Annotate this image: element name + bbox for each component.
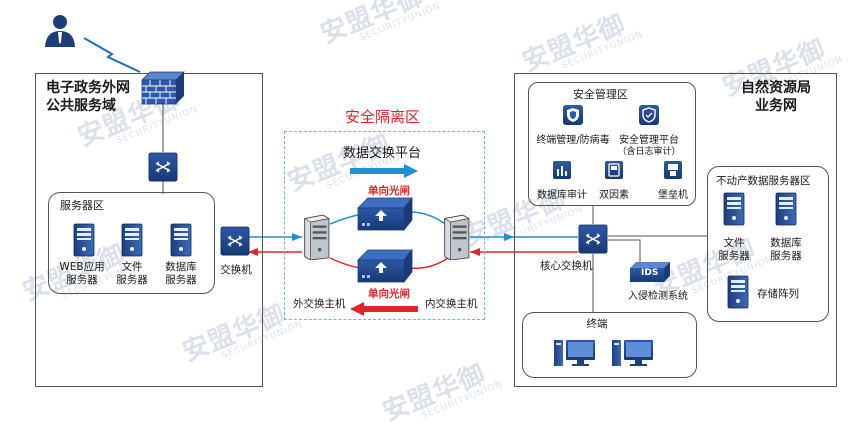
gate-top-label: 单向光闸 xyxy=(368,185,410,197)
server-label-line2: 服务器 xyxy=(66,274,98,286)
user-icon xyxy=(45,15,75,47)
security-item-label: 数据库审计 xyxy=(537,190,587,201)
estate-server-label: 文件 服务器 xyxy=(718,237,750,263)
estate-area-title: 不动产数据服务器区 xyxy=(716,175,811,187)
storage-label: 存储阵列 xyxy=(757,288,799,300)
desktop-icon xyxy=(553,338,597,368)
terminal-area xyxy=(522,312,697,378)
left-zone-title-line1: 电子政务外网 xyxy=(46,80,130,96)
core-switch-label: 核心交换机 xyxy=(540,260,593,272)
right-zone-title-line1: 自然资源局 xyxy=(741,80,811,96)
server-label-web: WEB应用 服务器 xyxy=(59,261,104,287)
inner-host-label: 内交换主机 xyxy=(425,298,478,310)
connection-lines xyxy=(83,37,707,312)
right-zone-title-line2: 业务网 xyxy=(755,98,797,114)
server-label-line2: 服务器 xyxy=(116,274,148,286)
terminal-area-title: 终端 xyxy=(586,318,608,330)
gate-bottom-label: 单向光闸 xyxy=(368,288,410,300)
server-area-title: 服务器区 xyxy=(60,199,104,212)
security-item-label: 双因素 xyxy=(599,190,629,201)
server-label-file: 文件 服务器 xyxy=(116,261,148,287)
firewall-icon xyxy=(141,71,185,105)
server-icon xyxy=(121,223,143,257)
inner-host-icon xyxy=(440,214,470,260)
server-label-line2: 服务器 xyxy=(165,274,197,286)
server-label-db: 数据库 服务器 xyxy=(165,261,197,287)
security-area-title: 安全管理区 xyxy=(573,88,628,101)
core-switch-icon xyxy=(578,224,608,254)
storage-icon xyxy=(727,275,749,309)
desktop-icon xyxy=(611,338,655,368)
platform-title: 数据交换平台 xyxy=(343,146,422,161)
server-icon xyxy=(73,223,95,257)
security-item-sub: （含日志审计） xyxy=(617,147,681,157)
estate-server-area xyxy=(707,166,829,322)
isolation-zone xyxy=(284,131,485,320)
estate-server-label-line1: 数据库 xyxy=(770,237,802,249)
switch-icon xyxy=(220,226,250,256)
server-label-line1: 文件 xyxy=(121,261,143,273)
left-zone-title: 电子政务外网 公共服务域 xyxy=(46,79,130,115)
estate-server-label-line2: 服务器 xyxy=(770,250,802,262)
arrow-right-icon xyxy=(350,164,418,178)
security-item-label: 终端管理/防病毒 xyxy=(536,135,610,146)
antivirus-icon xyxy=(563,105,583,125)
server-label-line1: 数据库 xyxy=(165,261,197,273)
ids-label: 入侵检测系统 xyxy=(628,291,688,302)
security-area xyxy=(528,82,696,206)
server-icon xyxy=(170,223,192,257)
server-area xyxy=(48,192,215,294)
switch-icon xyxy=(148,152,178,182)
arrow-left-icon xyxy=(350,302,418,316)
two-factor-icon xyxy=(605,161,623,179)
right-zone xyxy=(514,73,837,387)
estate-server-label: 数据库 服务器 xyxy=(770,237,802,263)
left-zone-title-line2: 公共服务域 xyxy=(46,98,116,114)
db-audit-icon xyxy=(553,161,571,179)
server-label-line1: WEB应用 xyxy=(59,261,105,273)
switch-label: 交换机 xyxy=(220,264,252,276)
ids-icon xyxy=(630,262,670,282)
isolation-zone-title: 安全隔离区 xyxy=(345,108,421,126)
bastion-icon xyxy=(664,161,682,179)
security-item-label: 堡垒机 xyxy=(658,190,688,201)
server-icon xyxy=(775,192,797,226)
gateway-icon xyxy=(354,246,414,286)
right-zone-title: 自然资源局 业务网 xyxy=(741,79,811,115)
server-icon xyxy=(723,192,745,226)
security-platform-icon xyxy=(639,105,659,125)
outer-host-label: 外交换主机 xyxy=(293,298,346,310)
estate-server-label-line1: 文件 xyxy=(723,237,745,249)
gateway-icon xyxy=(354,194,414,234)
estate-server-label-line2: 服务器 xyxy=(718,250,750,262)
outer-host-icon xyxy=(300,214,330,260)
security-item-label: 安全管理平台 xyxy=(619,135,679,146)
ids-badge: IDS xyxy=(641,268,659,278)
